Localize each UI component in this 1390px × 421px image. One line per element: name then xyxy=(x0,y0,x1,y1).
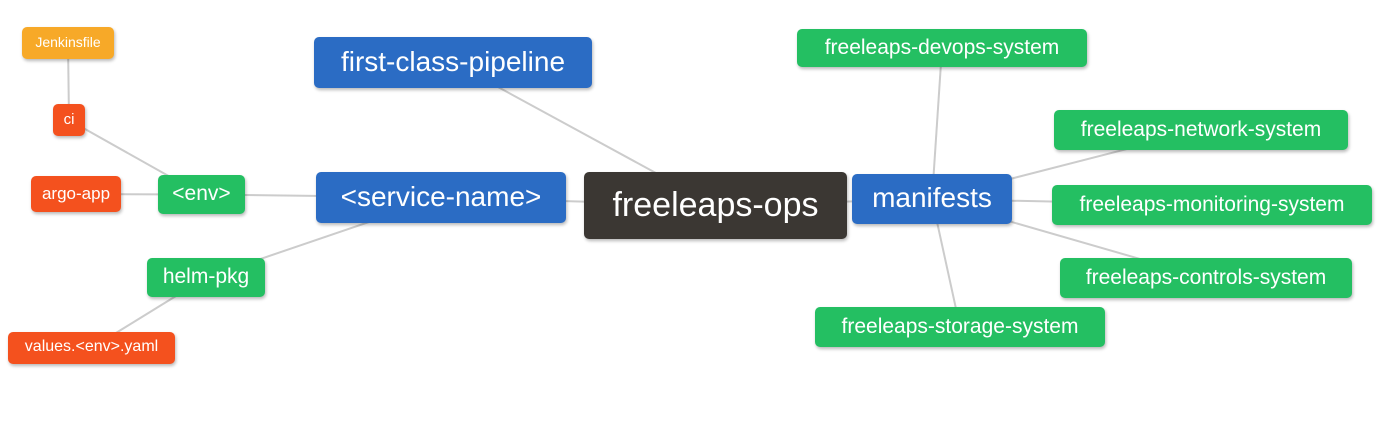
node-freeleaps-storage-system[interactable]: freeleaps-storage-system xyxy=(815,307,1105,347)
node-label: ci xyxy=(63,110,75,128)
node-label: helm-pkg xyxy=(162,265,250,288)
node-label: manifests xyxy=(872,182,992,213)
node-label: freeleaps-monitoring-system xyxy=(1079,192,1345,216)
node-argo-app[interactable]: argo-app xyxy=(31,176,121,212)
node-freeleaps-devops-system[interactable]: freeleaps-devops-system xyxy=(797,29,1087,67)
node-freeleaps-ops[interactable]: freeleaps-ops xyxy=(584,172,847,239)
node-label: freeleaps-devops-system xyxy=(824,35,1060,59)
node-freeleaps-network-system[interactable]: freeleaps-network-system xyxy=(1054,110,1348,150)
edge-manifests--freeleaps-devops-system xyxy=(931,47,943,200)
node-label: argo-app xyxy=(41,183,111,203)
node-manifests[interactable]: manifests xyxy=(852,174,1012,224)
node-jenkinsfile[interactable]: Jenkinsfile xyxy=(22,27,114,59)
node-label: freeleaps-storage-system xyxy=(841,314,1079,338)
node-first-class-pipeline[interactable]: first-class-pipeline xyxy=(314,37,592,88)
node-helm-pkg[interactable]: helm-pkg xyxy=(147,258,265,297)
node-label: first-class-pipeline xyxy=(340,45,566,77)
node-label: Jenkinsfile xyxy=(35,34,101,50)
node-label: freeleaps-controls-system xyxy=(1085,265,1327,289)
node-label: freeleaps-network-system xyxy=(1080,117,1322,141)
node-freeleaps-monitoring-system[interactable]: freeleaps-monitoring-system xyxy=(1052,185,1372,225)
node-freeleaps-controls-system[interactable]: freeleaps-controls-system xyxy=(1060,258,1352,298)
node-label: <service-name> xyxy=(340,180,542,212)
node-values-env-yaml[interactable]: values.<env>.yaml xyxy=(8,332,175,364)
node-label: <env> xyxy=(172,182,231,205)
node-env[interactable]: <env> xyxy=(158,175,245,214)
node-ci[interactable]: ci xyxy=(53,104,85,136)
node-label: values.<env>.yaml xyxy=(24,338,159,355)
node-service-name[interactable]: <service-name> xyxy=(316,172,566,223)
node-label: freeleaps-ops xyxy=(612,185,819,224)
